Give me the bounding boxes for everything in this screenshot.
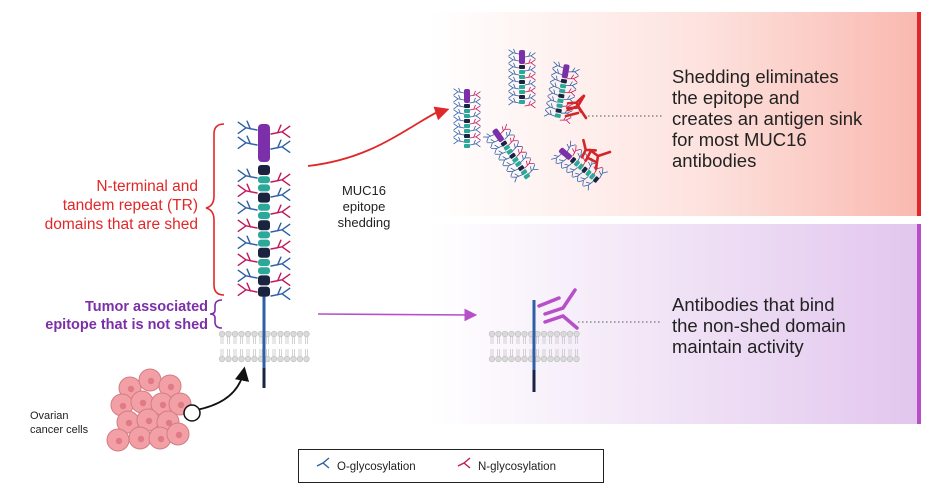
cell-zoom-circle xyxy=(183,404,201,422)
legend xyxy=(298,449,604,483)
shed-domains-label: N-terminal and tandem repeat (TR) domain… xyxy=(44,178,198,233)
shedding-arrow xyxy=(307,106,450,167)
retained-arrow xyxy=(317,308,478,322)
muc16-molecule xyxy=(237,120,291,388)
cell-membrane xyxy=(218,330,310,363)
maintain-activity-text: Antibodies that bind the non-shed domain… xyxy=(672,294,846,357)
antibody-purple-icon xyxy=(537,288,579,330)
retained-panel-bar xyxy=(917,224,921,424)
cell-to-membrane-arrow xyxy=(195,366,250,411)
ovarian-cancer-cells-label: Ovarian cancer cells xyxy=(30,410,89,436)
retained-panel-background xyxy=(430,224,918,424)
shed-panel-bar xyxy=(917,12,921,216)
shedding-label: MUC16 epitope shedding xyxy=(337,183,391,230)
o-glycosylation-icon xyxy=(316,457,330,469)
not-shed-epitope-label: Tumor associated epitope that is not she… xyxy=(45,299,208,333)
shed-domain-bracket xyxy=(205,123,225,296)
ovarian-cancer-cells-icon xyxy=(106,368,192,452)
n-glycosylation-icon xyxy=(457,457,471,469)
shed-fragments xyxy=(453,48,612,191)
n-glycosylation-legend-label: N-glycosylation xyxy=(478,461,556,473)
retained-domain-bracket xyxy=(209,299,223,329)
o-glycosylation-legend-label: O-glycosylation xyxy=(337,461,416,473)
antigen-sink-text: Shedding eliminates the epitope and crea… xyxy=(672,66,863,171)
shed-panel-background xyxy=(430,12,918,216)
